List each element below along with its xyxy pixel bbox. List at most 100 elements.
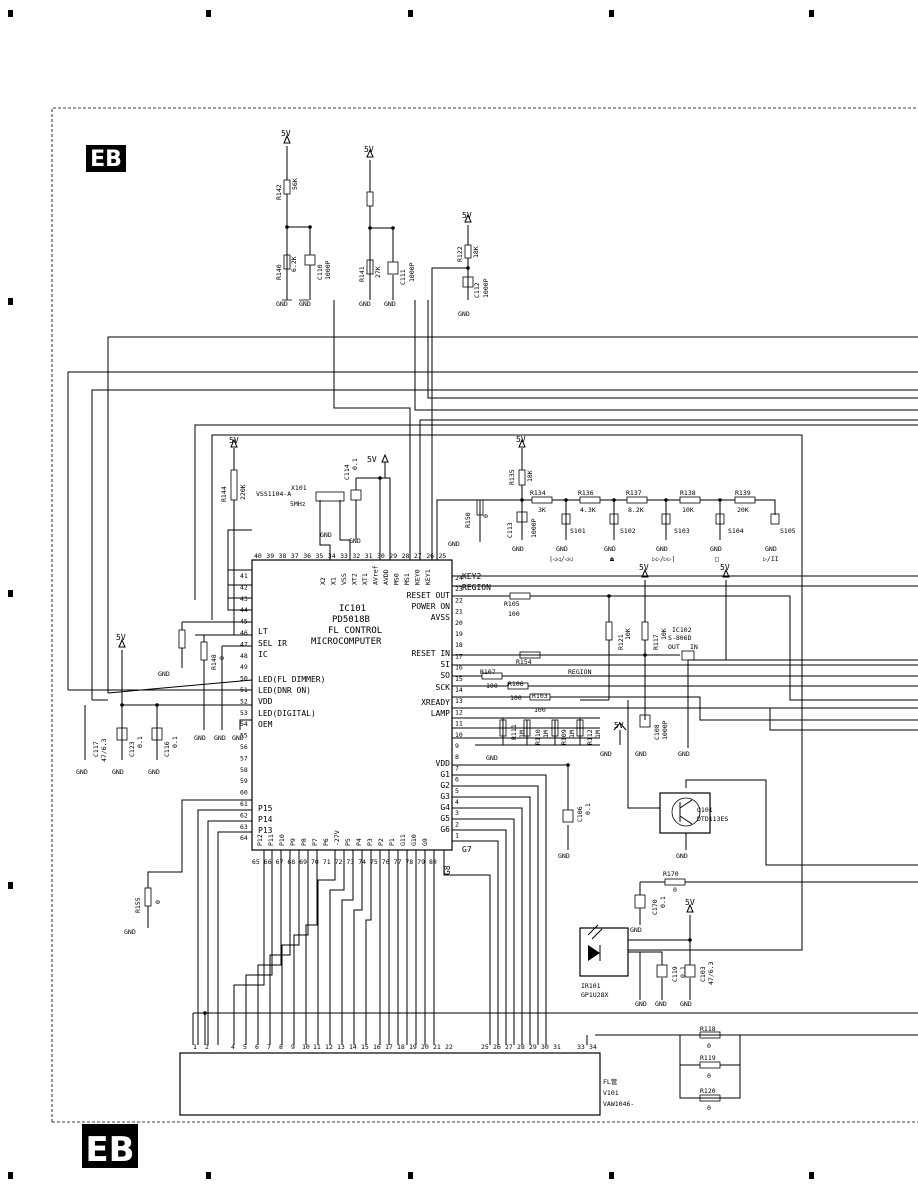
r117-ref: R117 — [652, 634, 660, 650]
fl-tube-pin-number: 30 — [541, 1043, 549, 1051]
c170-value: 0.1 — [659, 896, 667, 908]
ic101-pin-number: 19 — [455, 630, 463, 638]
c117-value: 47/6.3 — [100, 738, 108, 762]
ic101-pin-label: P2 — [377, 838, 385, 846]
power-5v-label: 5V — [229, 436, 239, 445]
ic101-pin-label: G2 — [440, 781, 450, 790]
c106-ref: C106 — [576, 806, 584, 822]
fl-tube-pin-number: 6 — [255, 1043, 259, 1051]
q101-transistor: Q101 DTD113ES GND — [627, 700, 918, 866]
r117-value: 10K — [660, 628, 668, 640]
ic101-pin-label: AVDD — [382, 569, 390, 585]
r111-value: 1M — [518, 730, 526, 738]
ir-receiver: R170 0 C170 0.1 GND 5V IR101 GP1U28X C11… — [579, 870, 918, 1008]
power-5v-label: 5V — [364, 145, 374, 154]
ic101-pin-number: 78 — [405, 858, 413, 866]
ic101-desc1: FL CONTROL — [328, 626, 382, 636]
c170-ref: C170 — [651, 899, 659, 915]
fl-tube-pin-number: 2 — [205, 1043, 209, 1051]
gnd-label: GND — [214, 734, 226, 742]
fl-tube-pin-number: 16 — [373, 1043, 381, 1051]
gnd-label: GND — [678, 750, 690, 758]
ic101-pin-number: 18 — [455, 641, 463, 649]
ic101-pin-number: 1 — [455, 832, 459, 840]
ic101-pin-number: 68 — [287, 858, 295, 866]
r105-ref: R105 — [504, 600, 520, 608]
fl-tube-pin-number: 4 — [231, 1043, 235, 1051]
ic101-pin-label: SI — [440, 660, 450, 669]
c116-ref: C116 — [163, 741, 171, 757]
r138-ref: R138 — [680, 489, 696, 497]
r142-ref: R142 — [275, 184, 283, 200]
ic101-pin-label: LED(FL DIMMER) — [258, 675, 325, 684]
c123-value: 0.1 — [136, 736, 144, 748]
r154-ref: R154 — [516, 658, 532, 666]
r110-ref: R110 — [534, 729, 542, 745]
r112-ref: R112 — [586, 729, 594, 745]
ic101-pin-number: 71 — [323, 858, 331, 866]
ic101-pin-number: 16 — [455, 664, 463, 672]
ic101-pin-number: 24 — [455, 574, 463, 582]
r144-ref: R144 — [220, 486, 228, 502]
gnd-label: GND — [558, 852, 570, 860]
fl-tube-pin-number: 18 — [397, 1043, 405, 1051]
play-pause-icon: ▷/II — [763, 555, 779, 563]
r121-value: 10K — [624, 628, 632, 640]
ic101-pin-label: X1 — [330, 577, 338, 585]
ic102-out-label: OUT — [668, 643, 680, 651]
board-boundary — [51, 107, 918, 1123]
section-badge-bottom: EB — [82, 1124, 138, 1170]
ic101-pin-number: 61 — [240, 800, 248, 808]
r103-value: 100 — [534, 706, 546, 714]
r109-ref: R109 — [560, 729, 568, 745]
ic101-pin-label: LED(DIGITAL) — [258, 709, 316, 718]
ic101-pin-number: 28 — [402, 552, 410, 560]
fl-tube-pin-number: 10 — [302, 1043, 310, 1051]
gnd-label: GND — [276, 300, 288, 308]
ic101-pin-number: 29 — [389, 552, 397, 560]
x101-freq: 5MHz — [290, 500, 306, 508]
r142-divider: 5V R142 56K R140 6.2K C110 1000P GND GND — [275, 129, 332, 308]
fl-tube-pin-number: 27 — [505, 1043, 513, 1051]
ic101-pin-label: VDD — [258, 697, 273, 706]
ic101-pin-label: OEM — [258, 720, 273, 729]
grid-lines — [443, 774, 547, 1045]
ic101-pin-number: 76 — [382, 858, 390, 866]
eject-icon: ⏏ — [610, 555, 614, 563]
gnd-label: GND — [656, 545, 668, 553]
gnd-label: GND — [556, 545, 568, 553]
gnd-label: GND — [655, 1000, 667, 1008]
power-5v-label: 5V — [462, 211, 472, 220]
gnd-label: GND — [512, 545, 524, 553]
r118-ref: R118 — [700, 1025, 716, 1033]
r138-value: 10K — [682, 506, 694, 514]
r111-ref: R111 — [510, 724, 518, 740]
gnd-label: GND — [349, 537, 361, 545]
gnd-label: GND — [112, 768, 124, 776]
ic101-pin-number: 64 — [240, 834, 248, 842]
r136-value: 4.3K — [580, 506, 596, 514]
r141-value: 27K — [374, 266, 382, 278]
r140-value: 6.2K — [290, 256, 298, 272]
ic101-pin-number: 25 — [439, 552, 447, 560]
skip-back-icon: |◁◁/◁◁ — [549, 555, 573, 563]
serial-resistors: R154 REGION R107 100 R106 100 R103 100 R… — [452, 651, 918, 762]
fl-tube-pin-number: 31 — [553, 1043, 561, 1051]
r109-value: 1M — [568, 730, 576, 738]
gnd-label: GND — [124, 928, 136, 936]
c112-value: 1000P — [482, 278, 490, 298]
ic101-pin-number: 48 — [240, 652, 248, 660]
c108-value: 1000P — [661, 720, 669, 740]
x101-ref: X101 — [291, 484, 307, 492]
v101-part: VAW1046- — [603, 1100, 634, 1108]
ic101: IC101 PD5018B FL CONTROL MICROCOMPUTER X… — [240, 552, 491, 875]
ic101-pin-label: G1 — [440, 770, 450, 779]
r120-value: 0 — [707, 1104, 711, 1112]
gnd-label: GND — [448, 540, 460, 548]
ic101-pin-label: G3 — [440, 792, 450, 801]
r134-ref: R134 — [530, 489, 546, 497]
r103-ref: R103 — [532, 692, 548, 700]
ic101-pin-number: 38 — [279, 552, 287, 560]
